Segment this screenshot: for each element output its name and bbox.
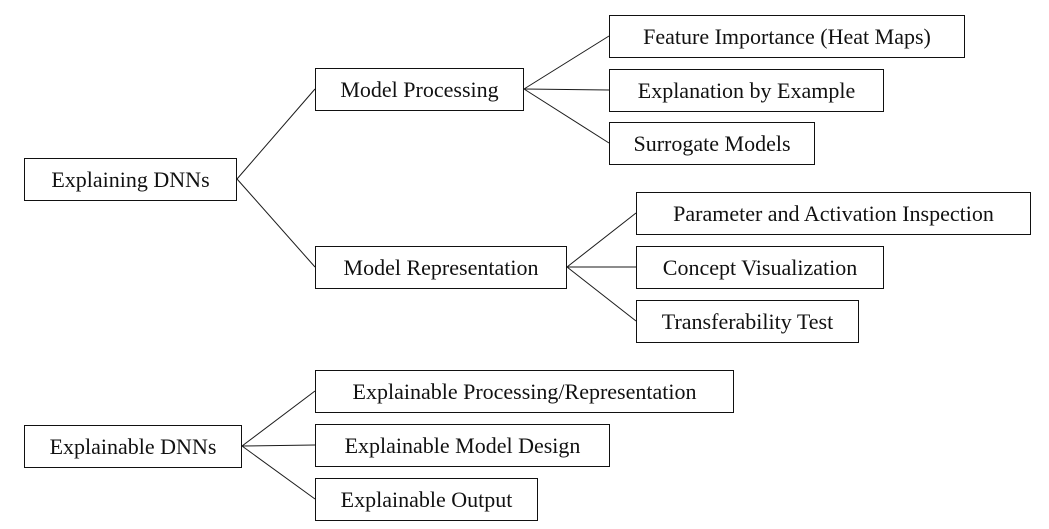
edge-explainable-to-processing-representation [241,390,316,447]
node-transferability-test: Transferability Test [636,300,859,343]
node-model-representation: Model Representation [315,246,567,289]
node-explaining-dnns: Explaining DNNs [24,158,237,201]
node-parameter-activation-inspection: Parameter and Activation Inspection [636,192,1031,235]
edge-model-representation-to-transferability-test [566,266,637,322]
node-model-processing: Model Processing [315,68,524,111]
node-explainable-dnns: Explainable DNNs [24,425,242,468]
edge-explainable-to-model-design [241,444,316,447]
edge-explaining-to-model-processing [236,88,316,180]
node-concept-visualization: Concept Visualization [636,246,884,289]
edge-model-processing-to-explanation-by-example [523,88,610,91]
node-surrogate-models: Surrogate Models [609,122,815,165]
node-feature-importance: Feature Importance (Heat Maps) [609,15,965,58]
edge-model-processing-to-feature-importance [523,35,610,90]
node-explainable-processing-representation: Explainable Processing/Representation [315,370,734,413]
edge-explainable-to-output [241,445,316,500]
node-explainable-model-design: Explainable Model Design [315,424,610,467]
edge-model-processing-to-surrogate-models [523,88,610,144]
node-explanation-by-example: Explanation by Example [609,69,884,112]
node-explainable-output: Explainable Output [315,478,538,521]
edge-explaining-to-model-representation [236,178,316,268]
edge-model-representation-to-parameter-inspection [566,212,637,268]
